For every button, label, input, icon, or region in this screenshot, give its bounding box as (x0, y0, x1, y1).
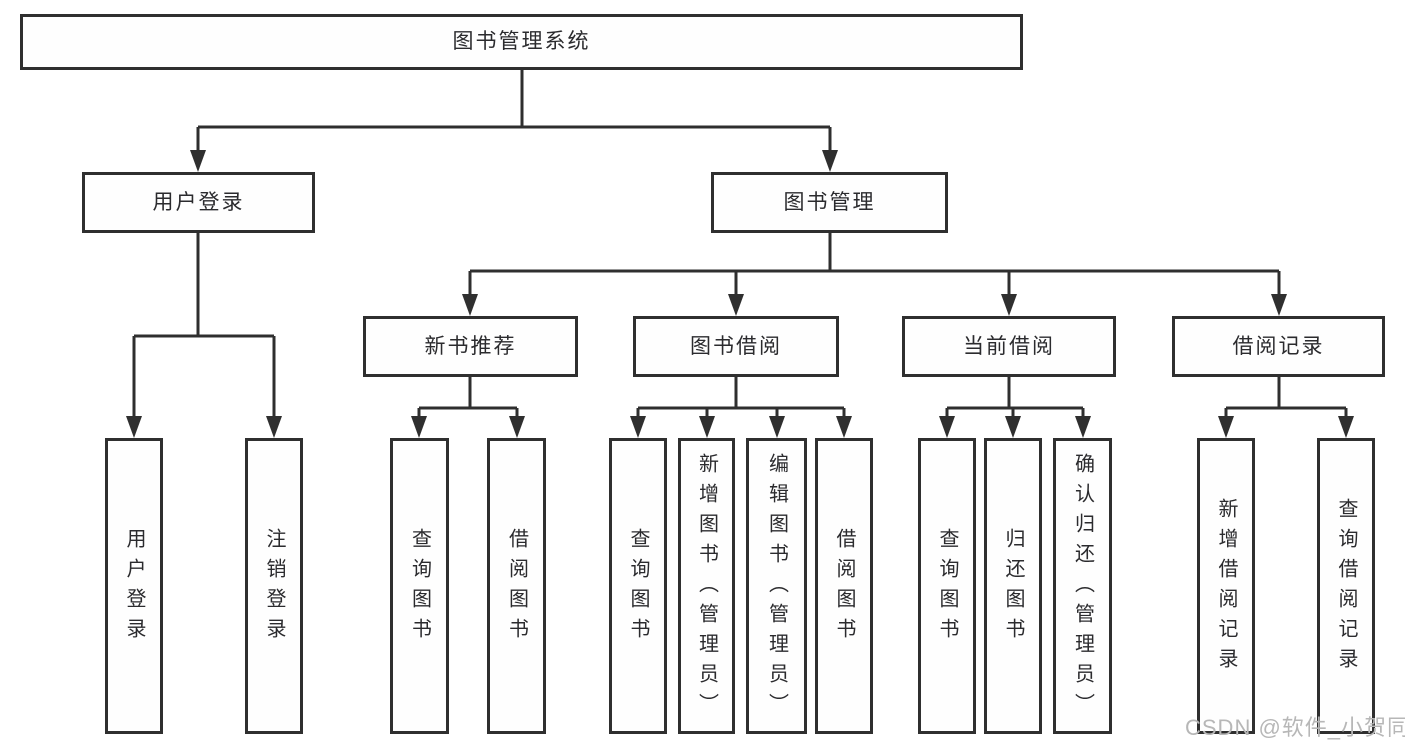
leaf-borrow-books-recommend: 借阅图书 (487, 438, 546, 734)
connector-book-borrow-to-leaves (636, 377, 846, 420)
arrowhead (266, 416, 282, 438)
arrowhead (190, 150, 206, 172)
node-new-book-recommend: 新书推荐 (363, 316, 578, 377)
node-current-borrow: 当前借阅 (902, 316, 1116, 377)
node-borrow-records: 借阅记录 (1172, 316, 1385, 377)
arrowhead (728, 294, 744, 316)
arrowhead (769, 416, 785, 438)
leaf-edit-books-admin: 编辑图书（管理员） (746, 438, 807, 734)
connector-root-to-level2 (196, 70, 832, 154)
arrowhead (126, 416, 142, 438)
leaf-borrow-books: 借阅图书 (815, 438, 873, 734)
arrowhead (411, 416, 427, 438)
node-book-borrow: 图书借阅 (633, 316, 839, 377)
leaf-query-borrow-record: 查询借阅记录 (1317, 438, 1375, 734)
leaf-add-books-admin: 新增图书（管理员） (678, 438, 735, 734)
leaf-confirm-return-admin: 确认归还（管理员） (1053, 438, 1112, 734)
arrowhead (1001, 294, 1017, 316)
arrowhead (836, 416, 852, 438)
arrowhead (1218, 416, 1234, 438)
connector-current-borrow-to-leaves (945, 377, 1085, 420)
connector-borrow-records-to-leaves (1224, 377, 1348, 420)
connector-user-login-to-leaves (132, 233, 276, 420)
arrowhead (1338, 416, 1354, 438)
arrowhead (1271, 294, 1287, 316)
arrowhead (630, 416, 646, 438)
leaf-return-books: 归还图书 (984, 438, 1042, 734)
leaf-query-books-borrow: 查询图书 (609, 438, 667, 734)
connector-paths (132, 70, 1348, 420)
arrowhead (699, 416, 715, 438)
arrowhead (939, 416, 955, 438)
leaf-user-login: 用户登录 (105, 438, 163, 734)
leaf-query-books-current: 查询图书 (918, 438, 976, 734)
arrowheads (126, 150, 1354, 438)
arrowhead (822, 150, 838, 172)
arrowhead (1005, 416, 1021, 438)
leaf-logout: 注销登录 (245, 438, 303, 734)
node-book-management: 图书管理 (711, 172, 948, 233)
node-root-book-management-system: 图书管理系统 (20, 14, 1023, 70)
connector-book-mgmt-to-level3 (468, 233, 1281, 298)
csdn-watermark: CSDN @软件_小贺同学 (1185, 715, 1405, 740)
node-user-login: 用户登录 (82, 172, 315, 233)
leaf-query-books-recommend: 查询图书 (390, 438, 449, 734)
leaf-add-borrow-record: 新增借阅记录 (1197, 438, 1255, 734)
arrowhead (1075, 416, 1091, 438)
arrowhead (462, 294, 478, 316)
arrowhead (509, 416, 525, 438)
connector-new-book-to-leaves (417, 377, 519, 420)
